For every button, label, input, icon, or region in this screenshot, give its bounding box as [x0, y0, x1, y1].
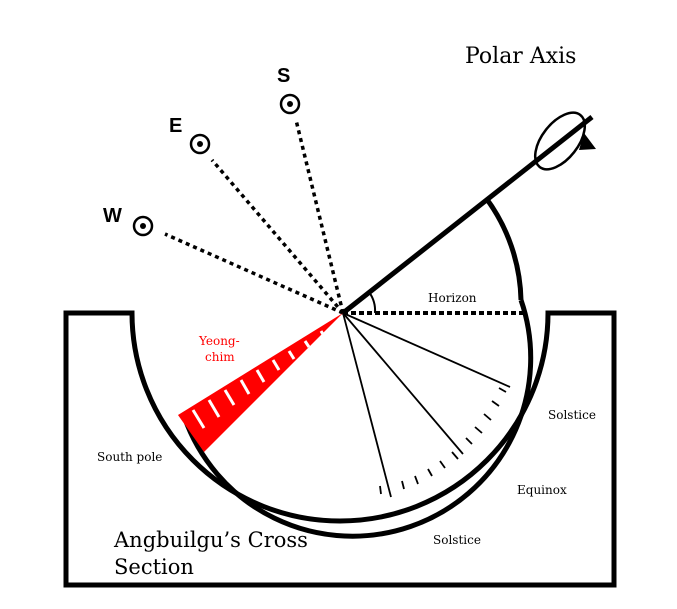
caption-line-2: Section	[114, 555, 194, 579]
ray-west	[164, 232, 344, 315]
dial-ring-upper	[483, 196, 524, 301]
body-outline	[63, 310, 617, 588]
direction-east: E	[169, 115, 182, 137]
label-yeongchim-1: Yeong-	[198, 334, 240, 348]
direction-west: W	[103, 205, 122, 227]
season-line-solstice-lower	[342, 312, 392, 498]
latitude-angle-arc	[368, 291, 377, 314]
hour-ticks	[379, 387, 507, 495]
direction-south: S	[277, 65, 290, 87]
label-yeongchim-2: chim	[205, 350, 235, 364]
rotation-arrow-icon	[533, 111, 596, 171]
gnomon-yeongchim	[178, 313, 343, 452]
circled-dot-icon	[189, 133, 211, 155]
label-south-pole: South pole	[97, 450, 162, 464]
label-equinox: Equinox	[517, 483, 567, 497]
season-line-solstice-upper	[342, 312, 511, 388]
season-line-equinox	[342, 312, 464, 455]
ray-south	[294, 119, 345, 314]
circled-dot-icon	[279, 93, 301, 115]
polar-axis-rod	[341, 115, 594, 315]
label-horizon: Horizon	[428, 291, 477, 305]
circled-dot-icon	[132, 215, 154, 237]
title-polar-axis: Polar Axis	[465, 44, 576, 69]
caption-line-1: Angbuilgu’s Cross	[113, 528, 308, 552]
bowl-arc	[181, 299, 534, 539]
ray-east	[210, 158, 345, 315]
label-solstice-lower: Solstice	[433, 533, 481, 547]
label-solstice-upper: Solstice	[548, 408, 596, 422]
